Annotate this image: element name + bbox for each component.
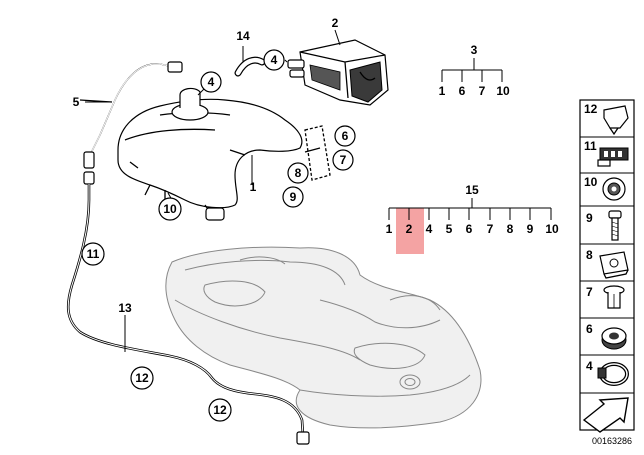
callout-12-right: 12 [213, 403, 227, 417]
callout-1: 1 [250, 180, 257, 194]
tree-15-child: 9 [527, 222, 534, 236]
callout-9: 9 [290, 190, 297, 204]
legend-label: 6 [586, 322, 593, 336]
legend-label: 12 [584, 102, 598, 116]
callout-6: 6 [342, 129, 349, 143]
tree-3-child: 10 [496, 84, 510, 98]
callout-11: 11 [87, 247, 100, 261]
mounting-pad [304, 125, 331, 181]
tree-3-root: 3 [471, 43, 478, 57]
legend-label: 11 [584, 139, 597, 153]
tree-15-child: 10 [545, 222, 559, 236]
hose-clamp-icon [597, 362, 629, 386]
tree-15-child: 7 [487, 222, 494, 236]
expanding-rivet-icon [603, 285, 625, 309]
canister-2 [287, 29, 389, 106]
fuel-tank-ghost [165, 246, 482, 429]
callout-14: 14 [236, 29, 250, 43]
fuel-line-5 [79, 61, 183, 185]
callout-5: 5 [73, 95, 80, 109]
tree-3-labels: 3 1 6 7 10 [439, 43, 510, 98]
highlight-part-2 [396, 208, 424, 254]
clip-icon [603, 105, 629, 136]
hose-14 [234, 46, 266, 77]
expansion-tank-1 [117, 87, 303, 221]
callout-circles [81, 49, 356, 422]
callout-8: 8 [295, 166, 302, 180]
legend-panel: 12 11 10 9 8 7 6 4 [579, 99, 635, 433]
clamp-nut-icon [599, 251, 629, 279]
legend-label: 4 [586, 359, 593, 373]
bolt-icon [608, 210, 622, 241]
tree-15-root: 15 [465, 183, 479, 197]
tree-15-child: 1 [386, 222, 393, 236]
tree-15-child: 6 [466, 222, 473, 236]
connector-icon [597, 147, 629, 167]
arrow-icon [582, 397, 629, 433]
callout-10: 10 [163, 202, 177, 216]
callout-7: 7 [340, 153, 347, 167]
grommet-icon [601, 327, 627, 350]
callout-12-left: 12 [135, 371, 149, 385]
tree-15-child: 5 [446, 222, 453, 236]
callout-labels: 2 14 4 4 5 6 7 8 1 9 10 11 13 12 12 [73, 16, 349, 417]
tree-3-child: 1 [439, 84, 446, 98]
tree-15-child: 8 [507, 222, 514, 236]
tree-15-child: 4 [426, 222, 433, 236]
legend-label: 7 [586, 285, 593, 299]
fuel-line-13 [66, 184, 310, 445]
tree-15-child-highlighted: 2 [406, 222, 413, 236]
tree-3-child: 6 [459, 84, 466, 98]
diagram-number: 00163286 [592, 436, 632, 446]
legend-label: 10 [584, 175, 598, 189]
tree-15 [388, 198, 552, 254]
callout-13: 13 [118, 301, 132, 315]
tree-3 [441, 58, 503, 82]
legend-label: 8 [586, 248, 593, 262]
nut-icon [602, 177, 626, 201]
legend-label: 9 [586, 211, 593, 225]
callout-4-lower: 4 [208, 75, 215, 89]
callout-2: 2 [332, 16, 339, 30]
tree-3-child: 7 [479, 84, 486, 98]
callout-4-upper: 4 [271, 53, 278, 67]
tree-15-labels: 15 1 2 4 5 6 7 8 9 10 [386, 183, 559, 236]
